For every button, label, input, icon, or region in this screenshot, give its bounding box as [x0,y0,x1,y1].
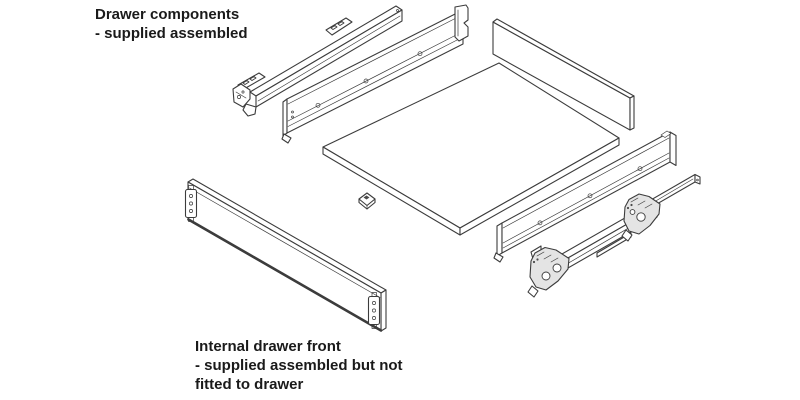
drawer-back-panel [492,18,635,131]
front-fixing-bracket-left [184,185,198,222]
bottom-caption: Internal drawer front - supplied assembl… [195,337,403,394]
right-drawer-side-panel [493,130,677,263]
drawer-bottom-panel [322,62,620,236]
fixing-clip [358,192,376,210]
right-drawer-runner [527,173,701,298]
bottom-caption-line-2: - supplied assembled but not [195,357,403,374]
top-caption-line-2: - supplied assembled [95,24,248,42]
top-caption: Drawer components - supplied assembled [95,6,248,43]
front-fixing-bracket-right [367,292,381,329]
left-drawer-runner [232,5,403,117]
bottom-caption-line-3: fitted to drawer [195,376,304,393]
left-drawer-side-panel [281,4,469,144]
bottom-caption-line-1: Internal drawer front [195,338,341,355]
internal-drawer-front [184,178,387,332]
top-caption-line-1: Drawer components [95,6,240,23]
